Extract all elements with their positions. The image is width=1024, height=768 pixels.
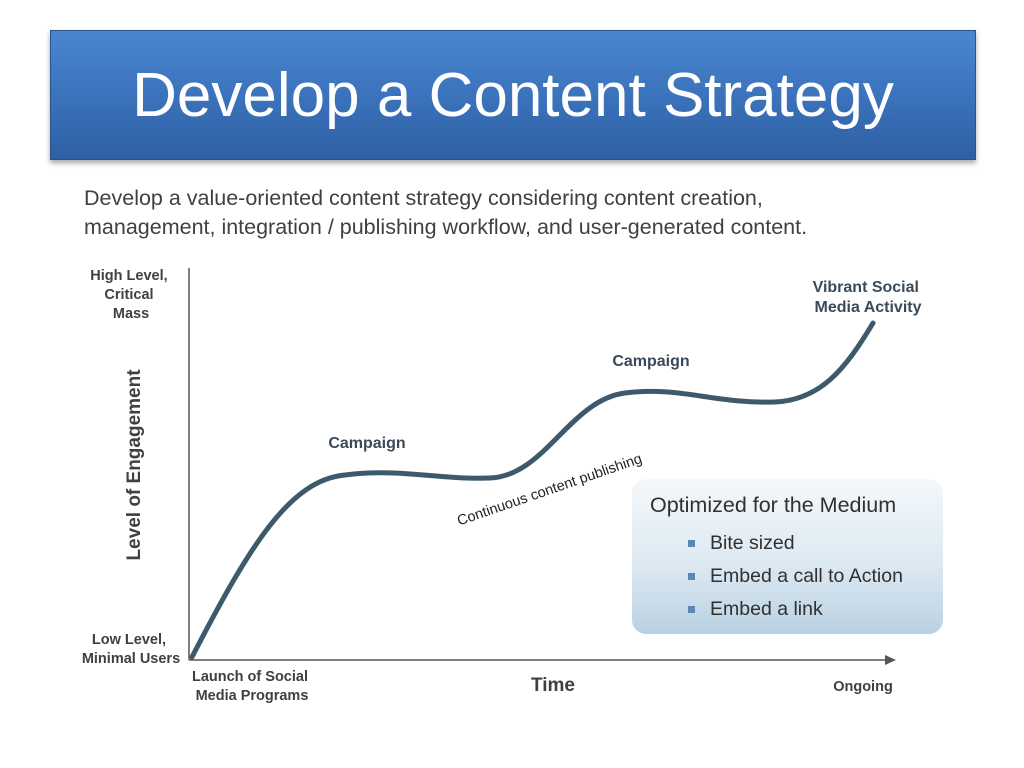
square-bullet-icon [688, 573, 695, 580]
y-high-line-2: Critical [104, 287, 153, 303]
campaign-label-1: Campaign [328, 435, 405, 452]
list-item-text: Embed a call to Action [710, 565, 903, 587]
list-item: Embed a link [688, 593, 925, 626]
x-start-line-1: Launch of Social [192, 669, 308, 685]
list-item: Bite sized [688, 527, 925, 560]
y-low-label: Low Level, Minimal Users [82, 632, 180, 667]
callout-list: Bite sized Embed a call to Action Embed … [650, 527, 925, 626]
x-start-line-2: Media Programs [196, 688, 309, 704]
campaign-label-2: Campaign [612, 353, 689, 370]
slide-title: Develop a Content Strategy [132, 60, 894, 130]
list-item-text: Bite sized [710, 532, 795, 554]
optimized-callout: Optimized for the Medium Bite sized Embe… [632, 479, 943, 634]
list-item: Embed a call to Action [688, 560, 925, 593]
intro-line-1: Develop a value-oriented content strateg… [84, 186, 763, 210]
x-start-label: Launch of Social Media Programs [192, 669, 312, 704]
x-axis-arrowhead [885, 655, 896, 665]
end-label-line-2: Media Activity [815, 299, 922, 316]
curve-label: Continuous content publishing [455, 451, 644, 529]
x-axis-title: Time [531, 675, 575, 696]
y-high-line-3: Mass [113, 306, 149, 322]
end-label: Vibrant Social Media Activity [813, 279, 924, 316]
x-end-label: Ongoing [833, 679, 893, 695]
callout-title: Optimized for the Medium [650, 493, 897, 517]
y-low-line-2: Minimal Users [82, 651, 180, 667]
y-high-line-1: High Level, [90, 268, 167, 284]
y-axis-title: Level of Engagement [124, 369, 145, 561]
list-item-text: Embed a link [710, 598, 823, 620]
title-banner: Develop a Content Strategy [50, 30, 976, 160]
square-bullet-icon [688, 606, 695, 613]
engagement-curve [189, 320, 876, 660]
square-bullet-icon [688, 540, 695, 547]
intro-text: Develop a value-oriented content strateg… [84, 184, 944, 242]
y-low-line-1: Low Level, [92, 632, 166, 648]
end-label-line-1: Vibrant Social [813, 279, 919, 296]
y-high-label: High Level, Critical Mass [90, 268, 171, 322]
intro-line-2: management, integration / publishing wor… [84, 215, 808, 239]
